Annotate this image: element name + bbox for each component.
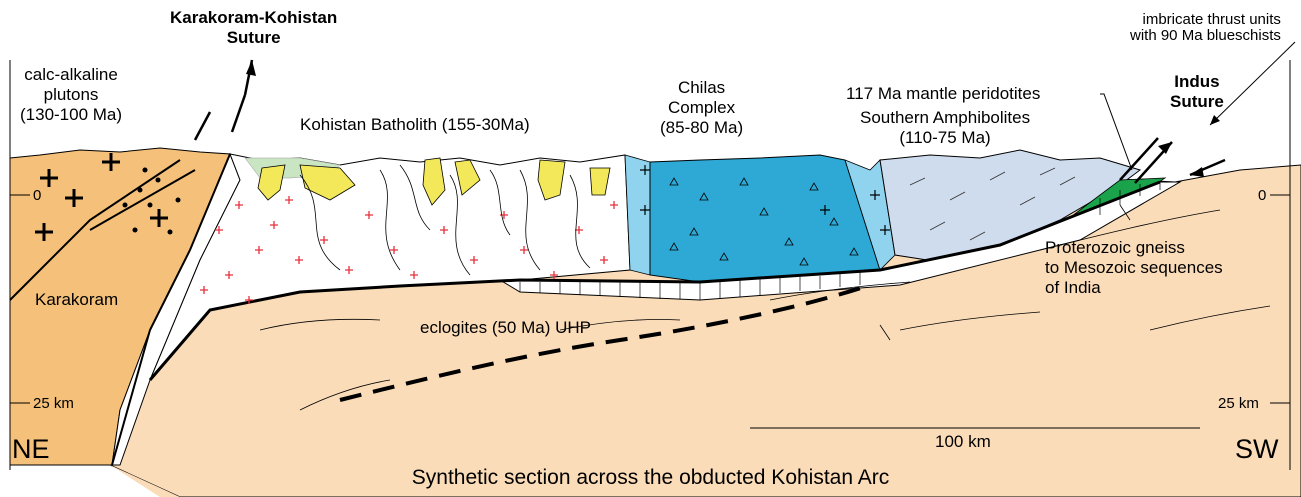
- indus-suture-label: Indus Suture: [1170, 72, 1224, 111]
- imbricate-thrust-label: imbricate thrust units with 90 Ma bluesc…: [1130, 11, 1281, 44]
- chilas-complex: [649, 154, 881, 283]
- eclogite-horizon: [339, 283, 871, 402]
- left-depth-tick: 25 km: [33, 395, 74, 412]
- right-depth-tick: 25 km: [1218, 395, 1259, 412]
- batholith-crosses: [200, 196, 618, 304]
- sw-label: SW: [1235, 434, 1279, 464]
- karakoram-plutons: [35, 153, 168, 241]
- right-zero-tick: 0: [1258, 187, 1267, 204]
- left-zero-tick: 0: [33, 187, 42, 204]
- southern-amphibolites-label: Southern Amphibolites (110-75 Ma): [860, 108, 1031, 147]
- chilas-pattern: [669, 177, 859, 266]
- karakoram-label: Karakoram: [35, 290, 119, 309]
- scale-bar-label: 100 km: [935, 432, 991, 451]
- calc-alkaline-label: calc-alkaline plutons (130-100 Ma): [20, 65, 123, 124]
- eclogites-label: eclogites (50 Ma) UHP: [420, 318, 592, 337]
- kohistan-batholith-label: Kohistan Batholith (155-30Ma): [300, 115, 530, 134]
- karakoram-kohistan-suture-label: Karakoram-Kohistan Suture: [170, 8, 338, 47]
- yellow-sediments: [257, 157, 611, 206]
- figure-caption: Synthetic section across the obducted Ko…: [411, 466, 890, 489]
- proterozoic-label: Proterozoic gneiss to Mesozoic sequences…: [1045, 238, 1223, 297]
- chilas-complex-label: Chilas Complex (85-80 Ma): [660, 78, 744, 137]
- mantle-peridotites-label: 117 Ma mantle peridotites: [846, 84, 1041, 103]
- ne-label: NE: [12, 434, 50, 464]
